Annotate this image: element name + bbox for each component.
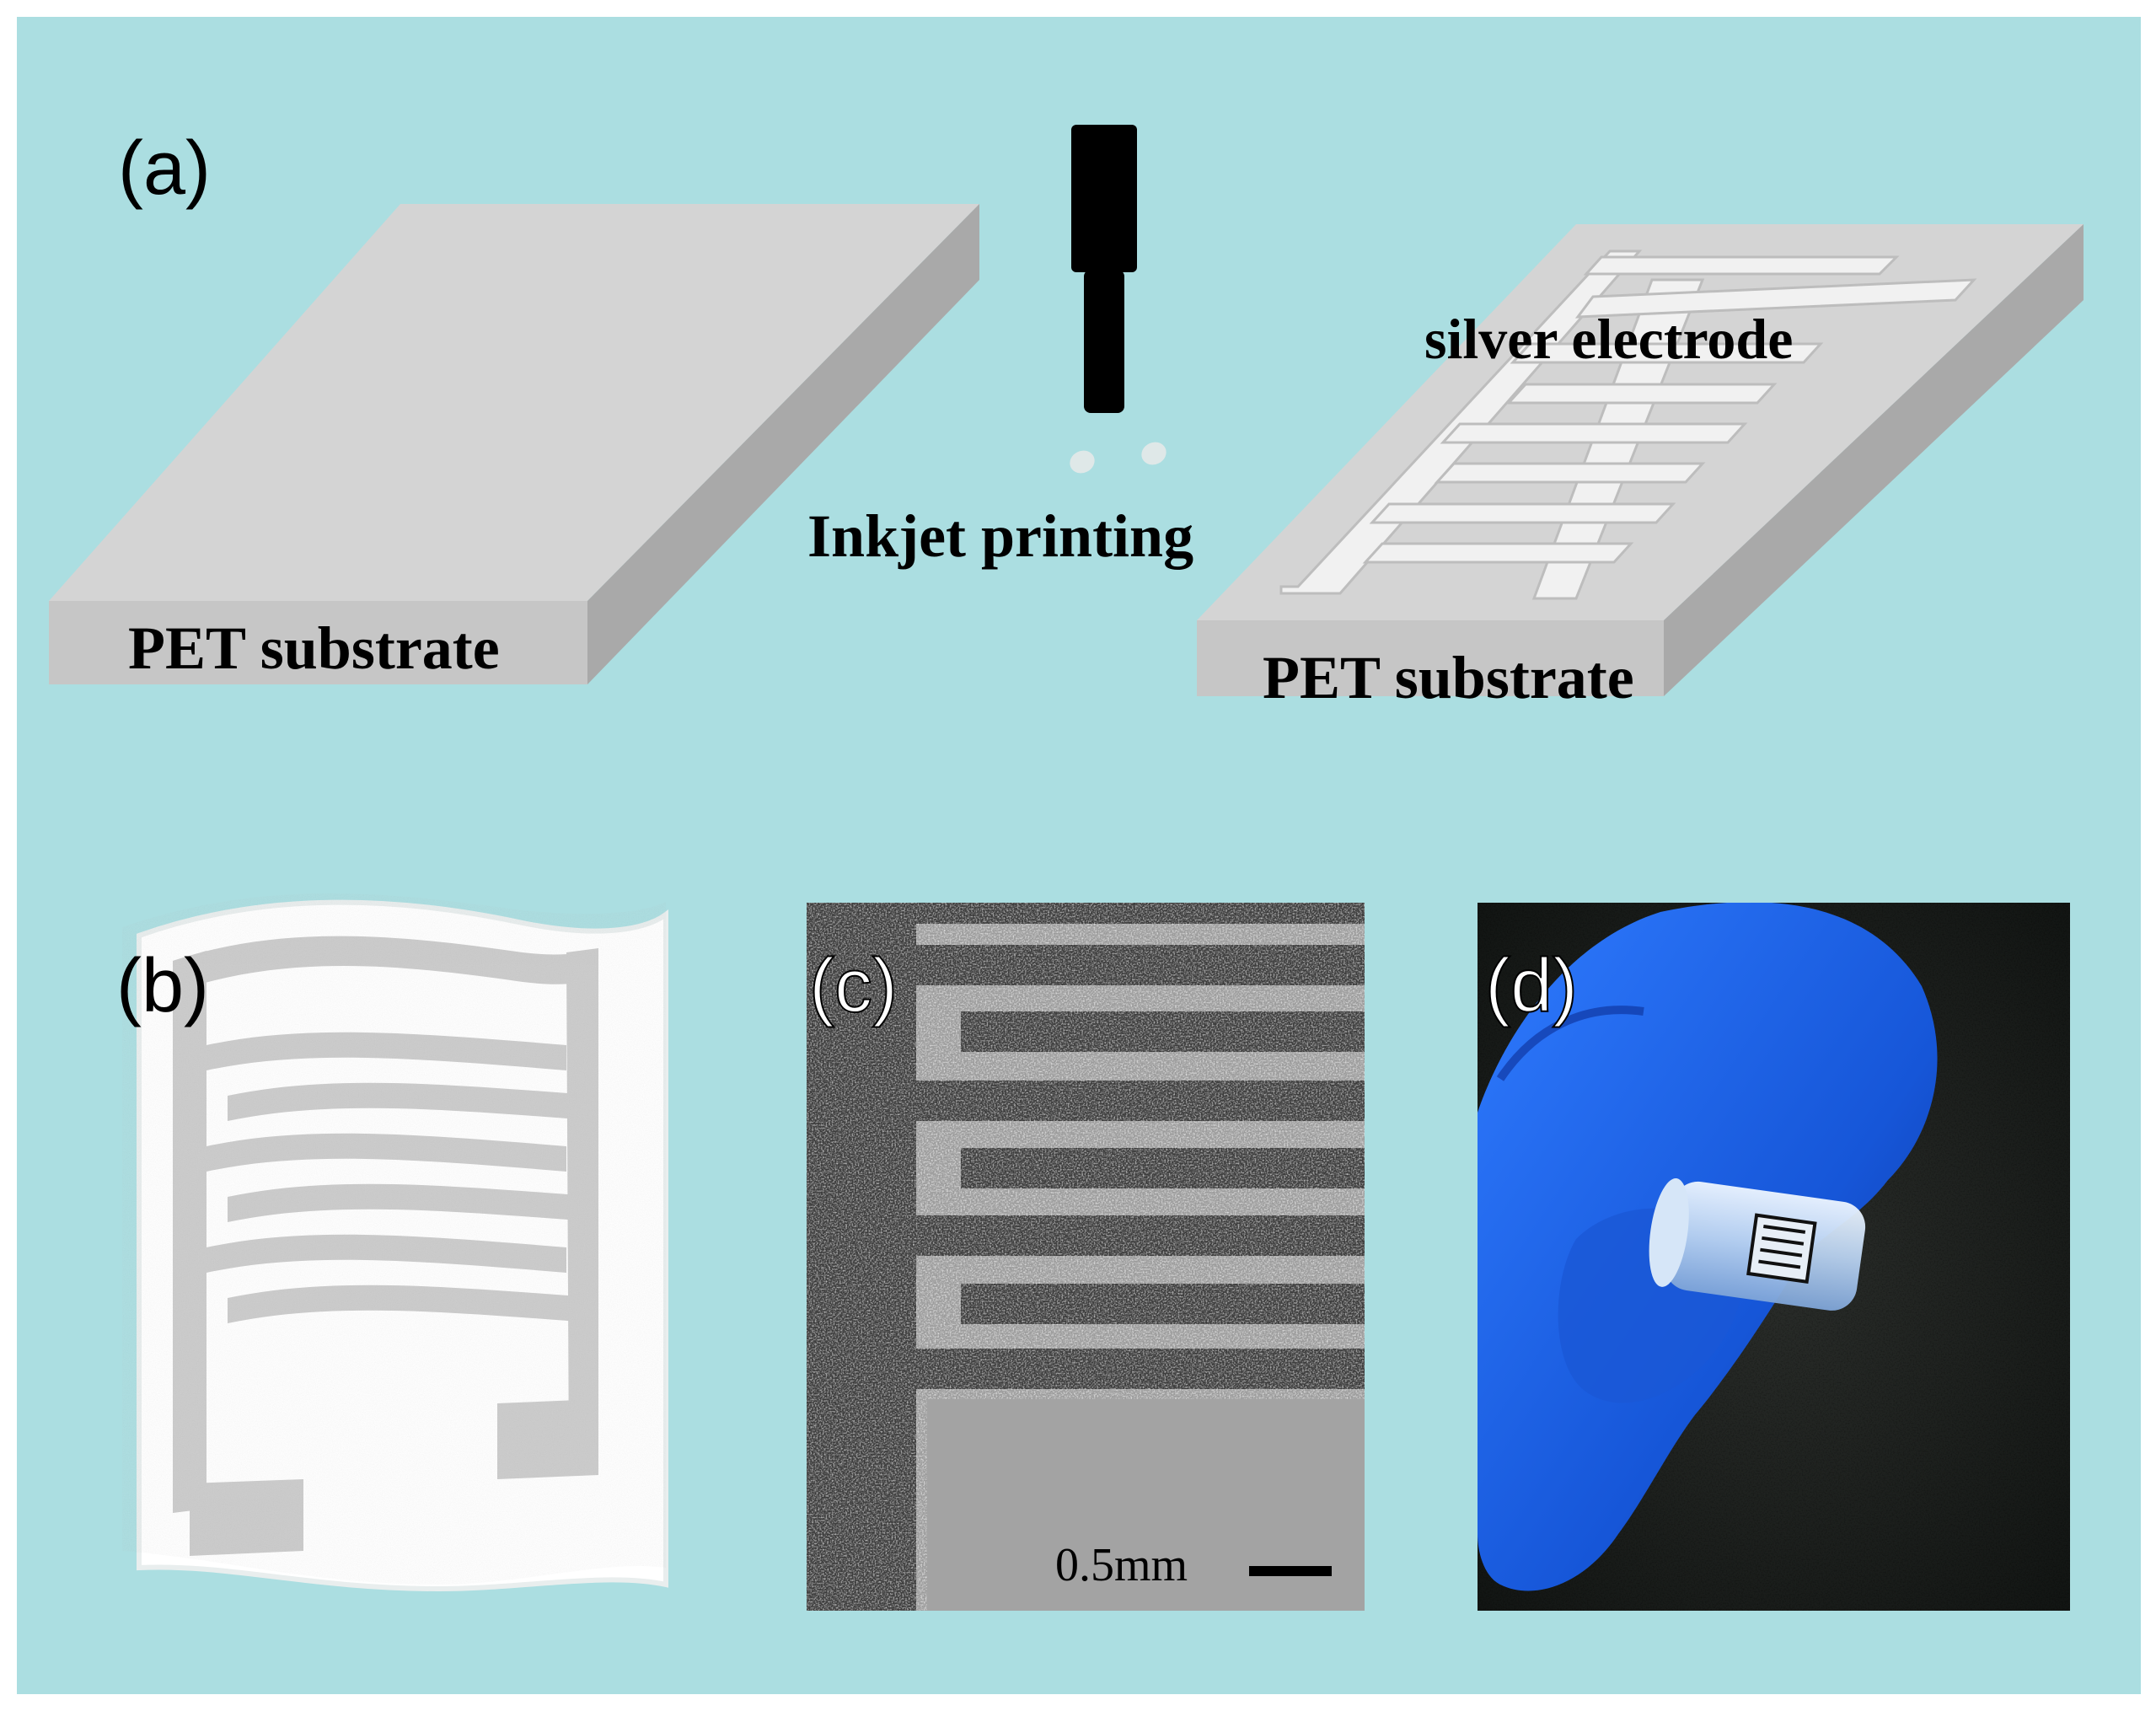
rolled-sensor (1649, 1177, 1866, 1311)
electrode-finger (1362, 542, 1634, 564)
electrode-finger (1510, 342, 1824, 364)
left-substrate-label: PET substrate (128, 614, 500, 682)
nozzle-body (1071, 125, 1137, 272)
electrode-finger (1505, 383, 1778, 405)
panel-c-label: (c) (809, 944, 898, 1028)
panel-c: 0.5mm (807, 903, 1365, 1611)
left-substrate-top (49, 204, 979, 601)
right-substrate-front (1197, 620, 1664, 696)
panel-d (1478, 903, 2070, 1611)
left-substrate-front (49, 601, 587, 684)
ink-droplet (1070, 450, 1095, 474)
panel-b: (b) (116, 893, 668, 1592)
left-pet-substrate (49, 204, 979, 684)
scale-bar (1249, 1566, 1332, 1576)
panel-a: (a) PET substrate Inkjet printing (49, 125, 2084, 711)
figure: (a) PET substrate Inkjet printing (17, 17, 2141, 1694)
ink-droplet (1141, 442, 1166, 465)
electrode-finger (1434, 462, 1706, 484)
sensor-pattern (1746, 1213, 1817, 1285)
electrode-left-bus (1279, 249, 1643, 595)
right-substrate-label: PET substrate (1263, 644, 1634, 711)
silver-electrode (1279, 249, 1977, 600)
panel-a-label: (a) (118, 126, 211, 211)
scale-bar-label: 0.5mm (1055, 1539, 1188, 1591)
inkjet-printing-label: Inkjet printing (807, 502, 1193, 570)
electrode-finger (1369, 502, 1676, 524)
inkjet-nozzle (1070, 125, 1166, 474)
left-substrate-side (587, 204, 979, 684)
electrode-finger (1583, 255, 1900, 276)
panel-b-label: (b) (116, 944, 209, 1028)
right-substrate-side (1664, 224, 2084, 696)
nozzle-tip (1084, 270, 1124, 413)
electrode-finger (1440, 422, 1748, 444)
silver-electrode-label: silver electrode (1424, 307, 1793, 371)
panel-d-label: (d) (1485, 944, 1578, 1028)
electrode-finger (1574, 278, 1977, 319)
